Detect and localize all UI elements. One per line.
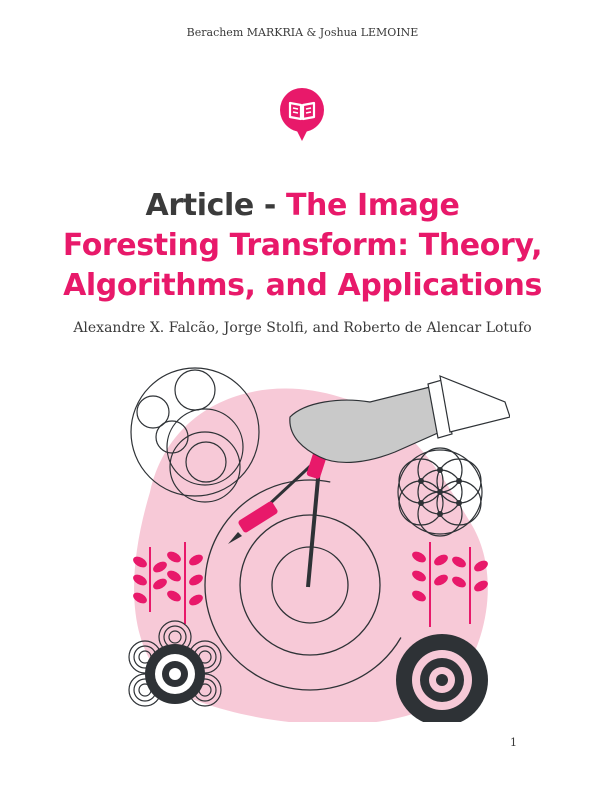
page-number: 1 <box>510 736 517 749</box>
title-line-1: The Image <box>285 188 460 223</box>
title-prefix: Article - <box>145 188 286 223</box>
circles-pattern-icon <box>130 367 260 503</box>
target-left-icon <box>128 620 222 707</box>
flower-of-life-icon <box>397 447 483 537</box>
geometry-compass-illustration <box>128 367 510 722</box>
document-authors-header: Berachem MARKRIA & Joshua LEMOINE <box>186 26 419 39</box>
page-title: Article - The Image Foresting Transform:… <box>0 186 605 306</box>
title-line-3: Algorithms, and Applications <box>63 268 542 303</box>
leaf-branch-right-icon <box>412 542 488 627</box>
leaf-branch-left-icon <box>133 542 203 624</box>
hand-icon <box>289 375 510 463</box>
open-book-icon <box>280 88 324 141</box>
target-right-icon <box>396 634 488 722</box>
title-line-2: Foresting Transform: Theory, <box>62 228 543 263</box>
paper-authors: Alexandre X. Falcão, Jorge Stolfi, and R… <box>73 320 532 336</box>
